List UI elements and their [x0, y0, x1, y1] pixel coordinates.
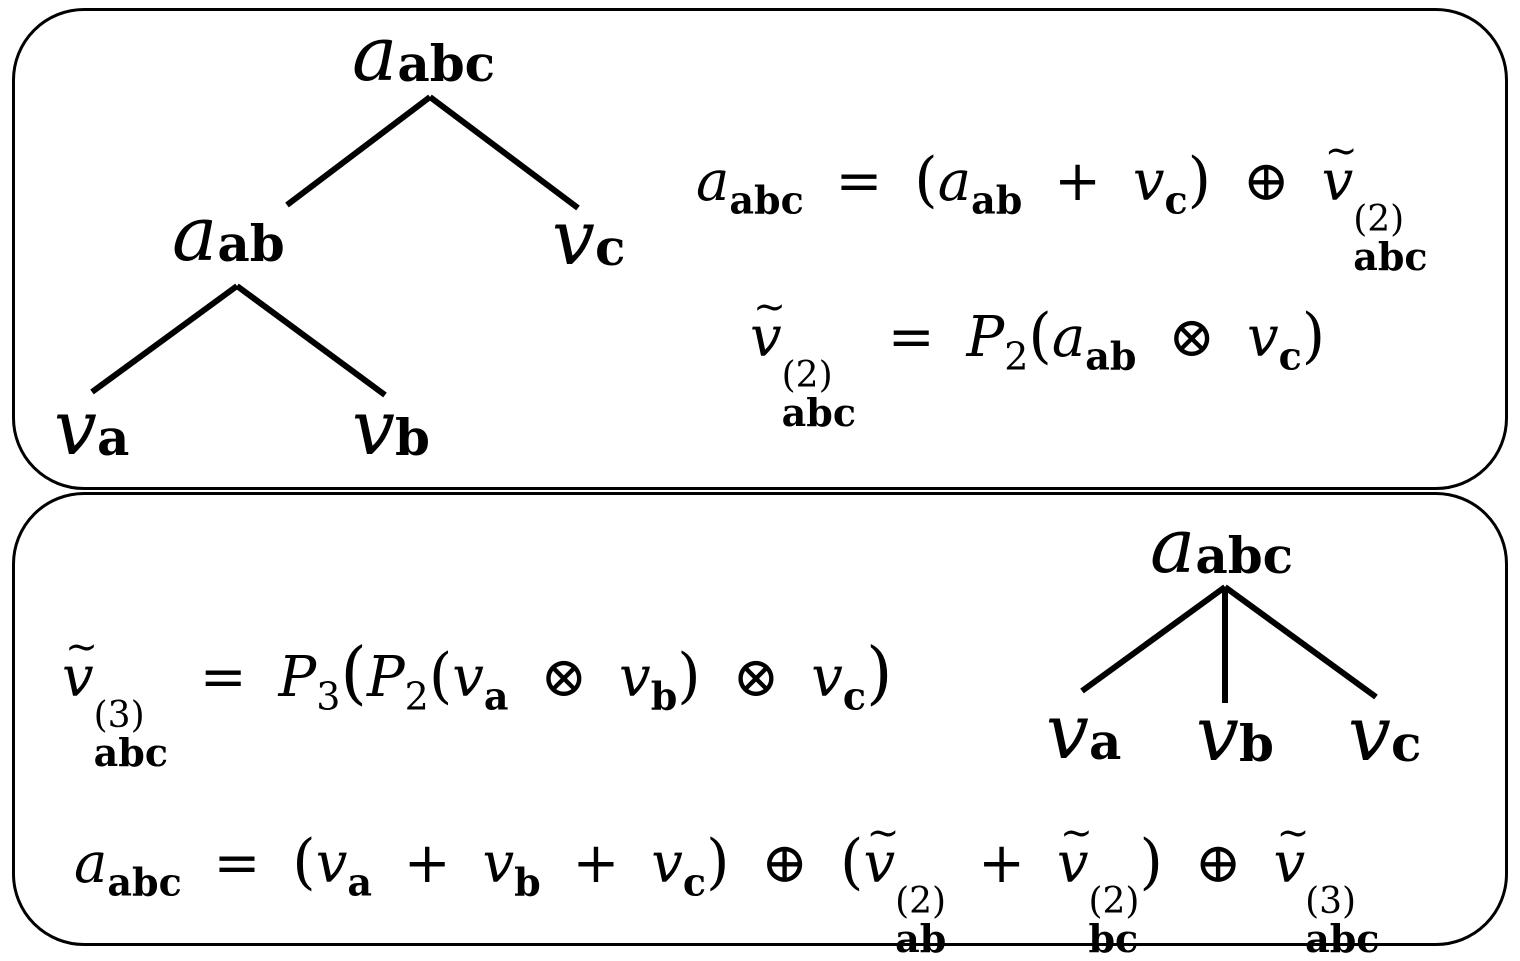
equation-top-2: v(2)abc = P2(aab ⊗ vc) [750, 288, 1325, 432]
bottom-tree-node-root: aabc [1150, 501, 1294, 590]
tree-node-right: vc [552, 193, 626, 282]
equation-bottom-1: v(3)abc = P3(P2(va ⊗ vb) ⊗ vc) [62, 628, 893, 772]
bottom-tree-leaf-a: va [1046, 687, 1122, 776]
equation-top-1: aabc = (aab + vc) ⊕ v(2)abc [696, 132, 1428, 276]
top-panel [12, 8, 1508, 490]
bottom-tree-leaf-b: vb [1196, 689, 1274, 778]
bottom-panel [12, 492, 1508, 946]
edge-root-right [428, 94, 580, 211]
edge-bottom-root-c [1223, 584, 1378, 700]
equation-bottom-2: aabc = (va + vb + vc) ⊕ (v(2)ab + v(2)bc… [74, 814, 1379, 958]
edge-mid-leaf-right [235, 283, 387, 398]
tree-node-root: aabc [352, 9, 496, 98]
bottom-tree-leaf-c: vc [1348, 689, 1422, 778]
edge-mid-leaf-left [90, 283, 239, 395]
tree-node-leaf-left: va [54, 383, 130, 472]
edge-root-mid [285, 94, 432, 208]
tree-node-mid: aab [172, 189, 285, 278]
tree-node-leaf-right: vb [352, 383, 430, 472]
edge-bottom-root-a [1080, 584, 1227, 694]
